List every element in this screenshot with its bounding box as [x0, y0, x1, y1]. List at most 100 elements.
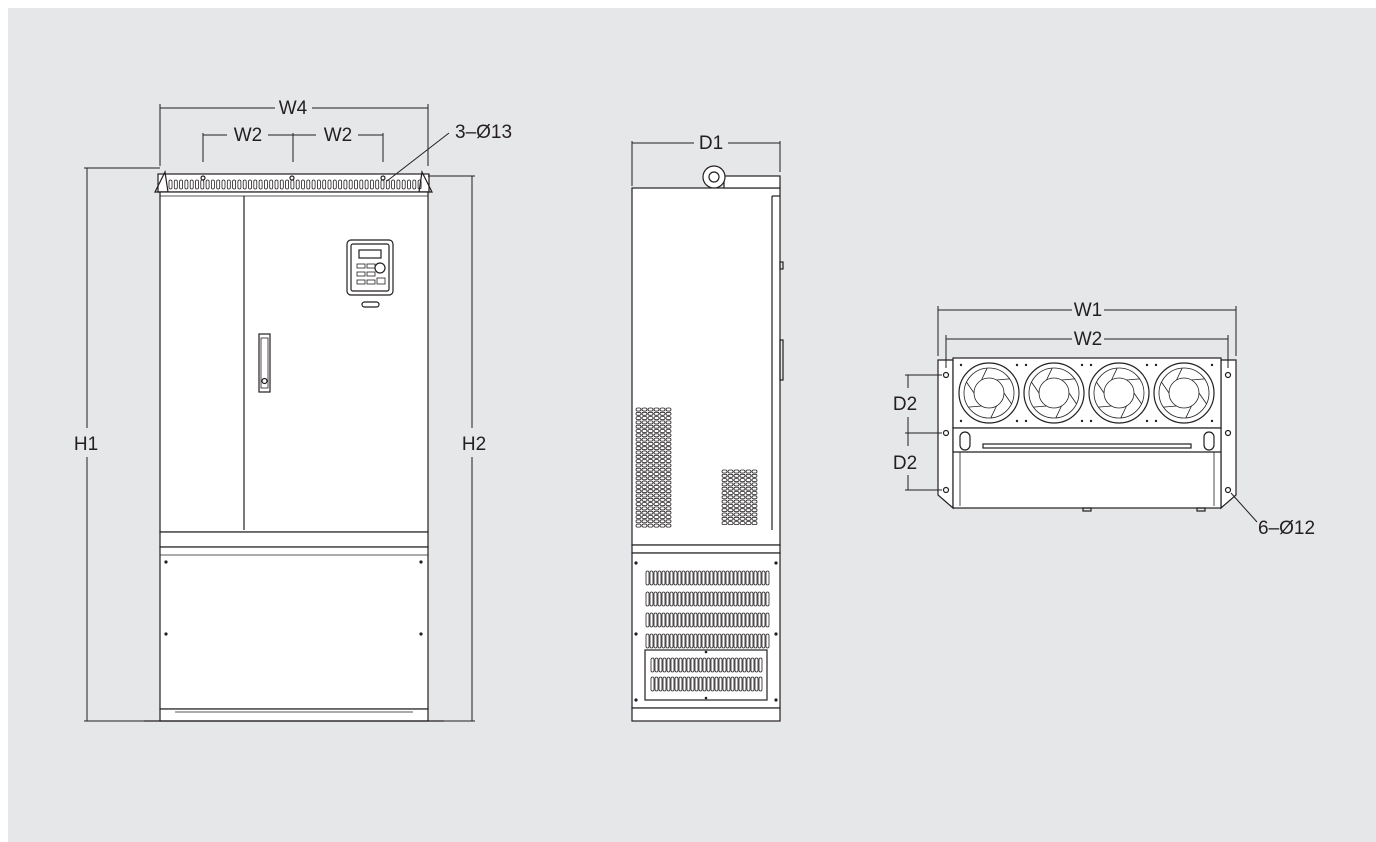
vent-slot [659, 459, 666, 464]
vent-slot [653, 407, 660, 412]
vent-slot [745, 591, 750, 607]
vent-slot [653, 497, 660, 502]
drawing-canvas: W4 W2 W2 3–Ø13 H1 H2 [8, 8, 1376, 842]
vent-slot [678, 676, 683, 692]
mount-hole [1224, 486, 1232, 494]
vent-slot [635, 523, 642, 528]
vent-slot [661, 591, 666, 607]
vent-slot [745, 482, 752, 487]
vent-slot [666, 676, 671, 692]
cooling-fans [958, 362, 1215, 424]
vent-slot [705, 570, 710, 586]
vent-slot [653, 450, 660, 455]
vent-slot [706, 676, 711, 692]
vent-slot [641, 446, 648, 451]
vent-slot [745, 503, 752, 508]
vent-slot [645, 591, 650, 607]
vent-slot [641, 463, 648, 468]
vent-slot [653, 523, 660, 528]
vent-slot [754, 676, 759, 692]
vent-slot [641, 467, 648, 472]
vent-slot [674, 676, 679, 692]
vent-slot [745, 570, 750, 586]
vent-slot [742, 657, 747, 673]
vent-slot [665, 433, 672, 438]
vent-slot [654, 657, 659, 673]
operation-keypad[interactable] [346, 239, 394, 296]
vent-slot [689, 633, 694, 649]
vent-slot [739, 499, 746, 504]
vent-slot [729, 570, 734, 586]
vent-slot [721, 499, 728, 504]
vent-slot [710, 657, 715, 673]
vent-slot [641, 420, 648, 425]
vent-slot [677, 612, 682, 628]
label-h2: H2 [462, 434, 486, 455]
door-handle[interactable] [258, 333, 271, 393]
vent-slot [713, 570, 718, 586]
vent-slot [647, 437, 654, 442]
vent-slot [730, 676, 735, 692]
vent-slot [641, 459, 648, 464]
right-mount-ear [1220, 359, 1237, 510]
vent-slot [739, 486, 746, 491]
vent-slot [653, 484, 660, 489]
vent-slot [641, 519, 648, 524]
vent-slot [737, 591, 742, 607]
vent-slot [727, 516, 734, 521]
vent-slot [649, 633, 654, 649]
vent-slot [739, 491, 746, 495]
vent-slot [750, 676, 755, 692]
vent-slot [635, 476, 642, 481]
vent-slot [641, 454, 648, 459]
vent-slot [725, 612, 730, 628]
vent-slot [653, 429, 660, 433]
vent-slot [694, 657, 699, 673]
vent-slot [659, 446, 666, 451]
vent-slot [694, 676, 699, 692]
vent-slot [647, 424, 654, 429]
vent-slot [659, 433, 666, 438]
vent-slot [665, 497, 672, 502]
vent-slot [647, 463, 654, 468]
vent-slot [713, 633, 718, 649]
vent-slot [650, 676, 655, 692]
vent-slot [741, 633, 746, 649]
vent-slot [733, 612, 738, 628]
vent-slot [721, 570, 726, 586]
fan-icon [1088, 362, 1150, 424]
vent-slot [641, 424, 648, 429]
vent-slot [709, 612, 714, 628]
vent-slot [739, 521, 746, 525]
vent-slot [635, 441, 642, 446]
label-d2-top: D2 [893, 394, 917, 415]
vent-slot [665, 407, 672, 412]
vent-slot [737, 633, 742, 649]
vent-slot [665, 420, 672, 425]
vent-slot [641, 407, 648, 412]
vent-slot [659, 450, 666, 455]
side-base-foot [631, 707, 781, 722]
vent-slot [635, 497, 642, 502]
vent-slot [641, 480, 648, 485]
vent-slot [641, 429, 648, 433]
vent-slot [681, 612, 686, 628]
label-w2-right: W2 [324, 125, 353, 146]
vent-slot [653, 441, 660, 446]
vent-slot [659, 472, 666, 476]
vent-slot [742, 676, 747, 692]
base-vent-slots [645, 570, 770, 649]
mount-hole [1224, 371, 1232, 379]
vent-slot [727, 473, 734, 478]
vent-slot [751, 512, 758, 517]
vent-slot [726, 676, 731, 692]
side-view: D1 [631, 133, 784, 722]
vent-slot [745, 516, 752, 521]
vent-slot [659, 497, 666, 502]
vent-slot [727, 499, 734, 504]
vent-slot [635, 411, 642, 416]
vent-slot [647, 411, 654, 416]
vent-slot [647, 472, 654, 476]
vent-slot [751, 478, 758, 483]
vent-slot [653, 472, 660, 476]
